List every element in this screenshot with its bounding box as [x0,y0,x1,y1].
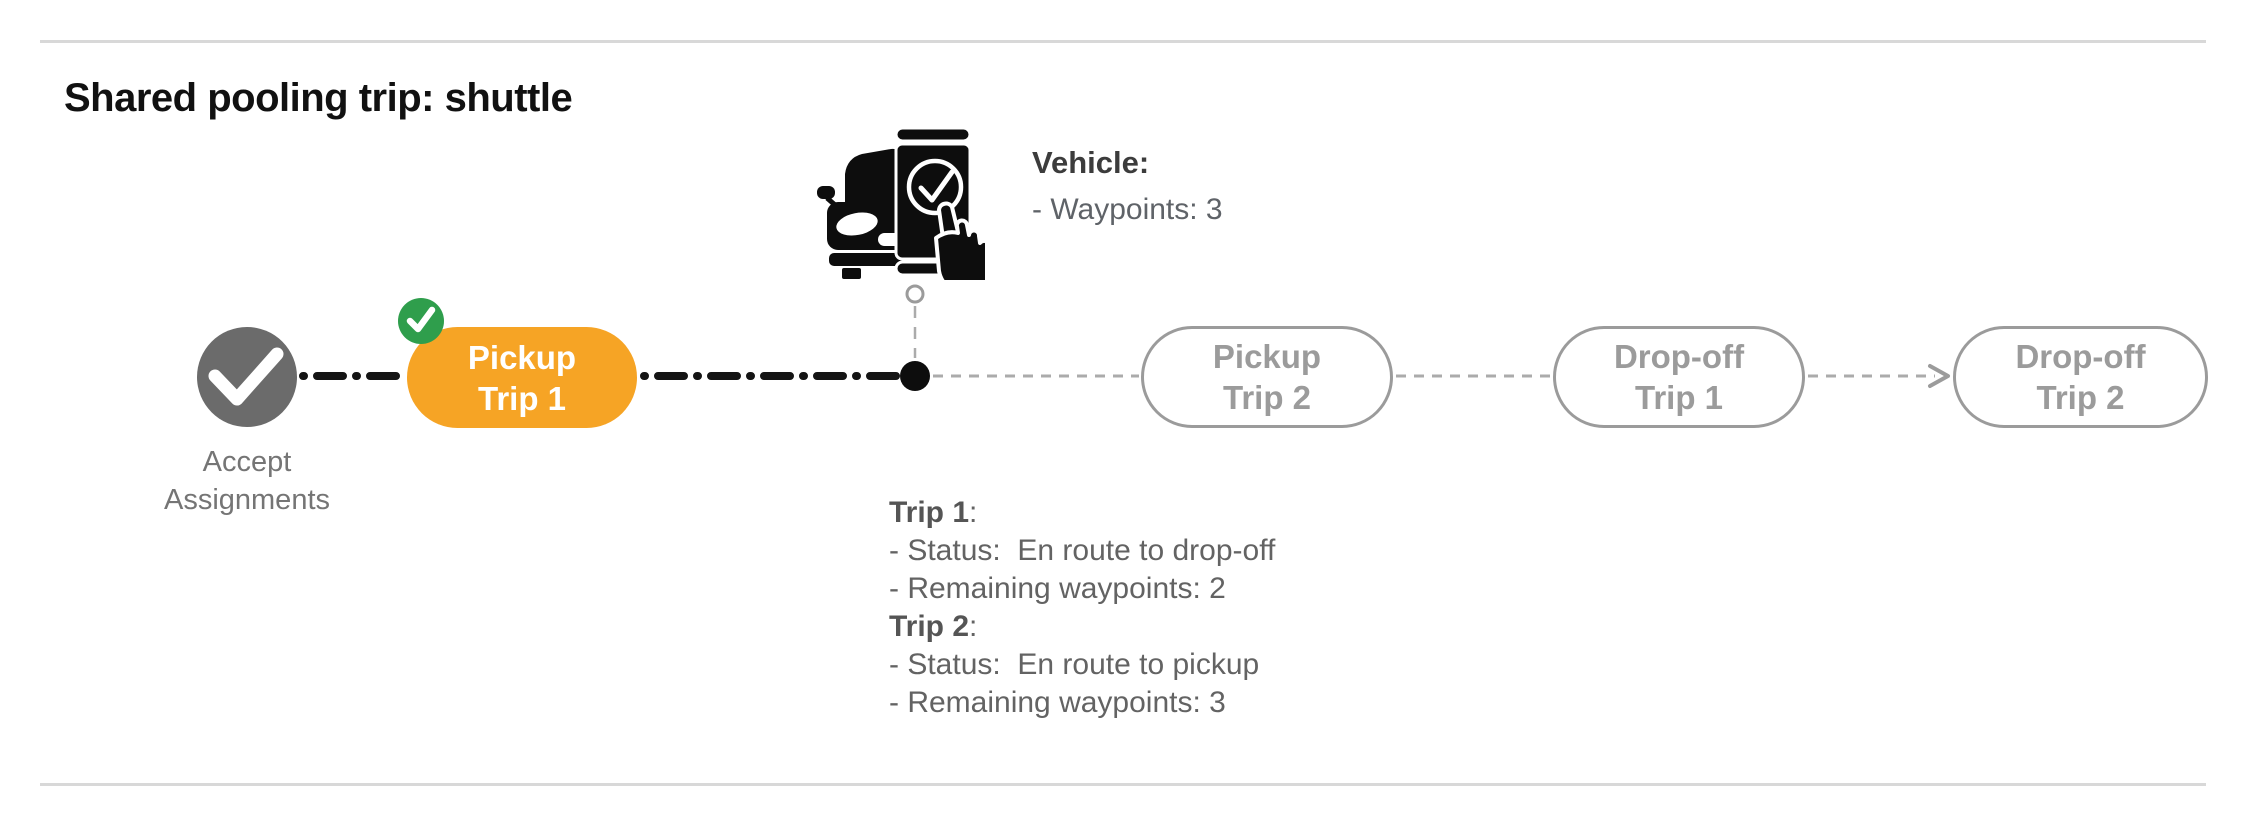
trip1-heading: Trip 1 [889,496,970,529]
bottom-divider [40,783,2206,786]
vehicle-info-panel: Vehicle: - Waypoints: 3 [1032,144,1223,229]
screen-check-icon [906,158,964,216]
check-icon [208,347,284,406]
stage-label-line2: Trip 2 [1222,379,1312,416]
arrow-right-icon [1928,364,1950,388]
vehicle-heading: Vehicle [1032,145,1139,180]
stage-pickup-trip2: Pickup Trip 2 [1141,326,1393,428]
trip2-remaining: - Remaining waypoints: 3 [889,686,1226,719]
trip2-heading: Trip 2 [889,610,970,643]
stage-label-line1: Pickup [1212,338,1322,375]
top-divider [40,40,2206,43]
start-node-label: Accept Assignments [163,446,330,516]
stage-label-line2: Trip 2 [2036,379,2125,416]
stage-label-line2: Trip 1 [477,379,567,417]
stage-label-line2: Trip 1 [1634,379,1724,416]
trip2-status: - Status: En route to pickup [889,648,1260,681]
vehicle-waypoints: - Waypoints: 3 [1032,193,1223,226]
stage-label-line1: Drop-off [1613,338,1745,375]
stage-label-line1: Pickup [467,338,577,376]
stage-dropoff-trip2: Drop-off Trip 2 [1953,326,2208,428]
stage-pickup-trip1: Pickup Trip 1 [407,327,637,428]
trip1-status: - Status: En route to drop-off [889,534,1276,567]
position-dot [900,361,930,391]
check-badge-icon [398,298,444,344]
vehicle-phone-check-icon [817,126,985,280]
pointing-hand-icon [934,201,985,280]
stage-label-line1: Drop-off [2015,338,2146,375]
stage-dropoff-trip1: Drop-off Trip 1 [1553,326,1805,428]
page-title: Shared pooling trip: shuttle [64,76,573,120]
vehicle-anchor-circle [905,284,925,304]
trip-info-panel: Trip 1: - Status: En route to drop-off -… [889,494,1275,722]
trip1-remaining: - Remaining waypoints: 2 [889,572,1226,605]
